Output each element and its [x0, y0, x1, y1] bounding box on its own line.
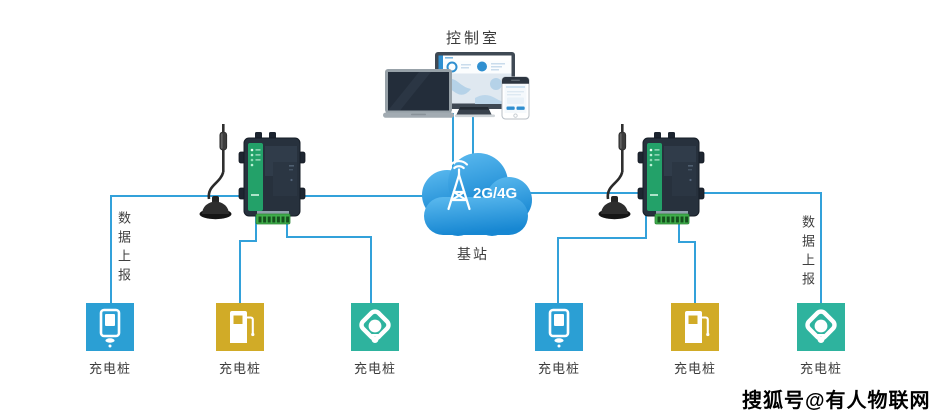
charging-pile-5: [671, 303, 719, 351]
charging-plug-icon: [359, 309, 391, 343]
smartphone-icon: [501, 76, 530, 120]
cloud-2g4g: 2G/4G: [422, 153, 532, 236]
signal-tower-icon: [447, 160, 471, 211]
charging-plug-icon: [805, 309, 837, 343]
sohu-watermark: 搜狐号@有人物联网: [742, 390, 931, 412]
keyboard-icon: [456, 107, 492, 115]
connector-ldtu-a-v2: [239, 240, 241, 305]
connector-controlroom-cloud-2: [472, 113, 474, 175]
control-room-title: 控制室: [445, 30, 500, 47]
cloud-network-label: 2G/4G: [473, 185, 517, 202]
upload-label-left: 数据上报: [116, 211, 131, 287]
connector-ldtu-b-v1: [286, 214, 288, 238]
connector-ldtu-b-v2: [370, 236, 372, 305]
laptop-icon: [383, 69, 454, 118]
dtu-device-right: [598, 124, 705, 225]
pile-label-6: 充电桩: [799, 361, 842, 376]
control-room-devices: [383, 52, 530, 120]
connector-left-drop: [110, 195, 112, 305]
charging-pile-4: [535, 303, 583, 351]
connector-ldtu-b-h: [286, 236, 372, 238]
charging-terminal-icon: [99, 308, 121, 348]
antenna-icon: [199, 124, 232, 220]
charging-pile-1: [86, 303, 134, 351]
connector-rdtu-b-v2: [694, 241, 696, 305]
dtu-device-left: [199, 124, 306, 225]
antenna-icon: [598, 124, 631, 220]
connector-ldtu-a-h: [239, 240, 257, 242]
upload-label-right: 数据上报: [800, 215, 815, 291]
dtu-box: [238, 132, 306, 225]
charging-pile-2: [216, 303, 264, 351]
pile-label-5: 充电桩: [673, 361, 716, 376]
connector-ldtu-a-v1: [255, 214, 257, 242]
base-station-caption: 基站: [457, 246, 489, 262]
connector-rdtu-a-v2: [557, 237, 559, 305]
connector-controlroom-cloud-1: [452, 113, 454, 175]
charging-pump-icon: [230, 311, 255, 343]
connector-rdtu-b-h: [678, 241, 696, 243]
connector-rdtu-a-h: [557, 237, 647, 239]
connector-rdtu-b-v1: [678, 208, 680, 243]
charging-pump-icon: [685, 311, 710, 343]
connector-rdtu-a-v1: [645, 208, 647, 239]
charging-pile-6: [797, 303, 845, 351]
pile-label-1: 充电桩: [88, 361, 131, 376]
charging-pile-3: [351, 303, 399, 351]
dtu-box: [637, 132, 705, 225]
charging-terminal-icon: [548, 308, 570, 348]
pile-label-4: 充电桩: [537, 361, 580, 376]
pile-label-2: 充电桩: [218, 361, 261, 376]
pile-label-3: 充电桩: [353, 361, 396, 376]
connector-right-drop: [820, 192, 822, 305]
